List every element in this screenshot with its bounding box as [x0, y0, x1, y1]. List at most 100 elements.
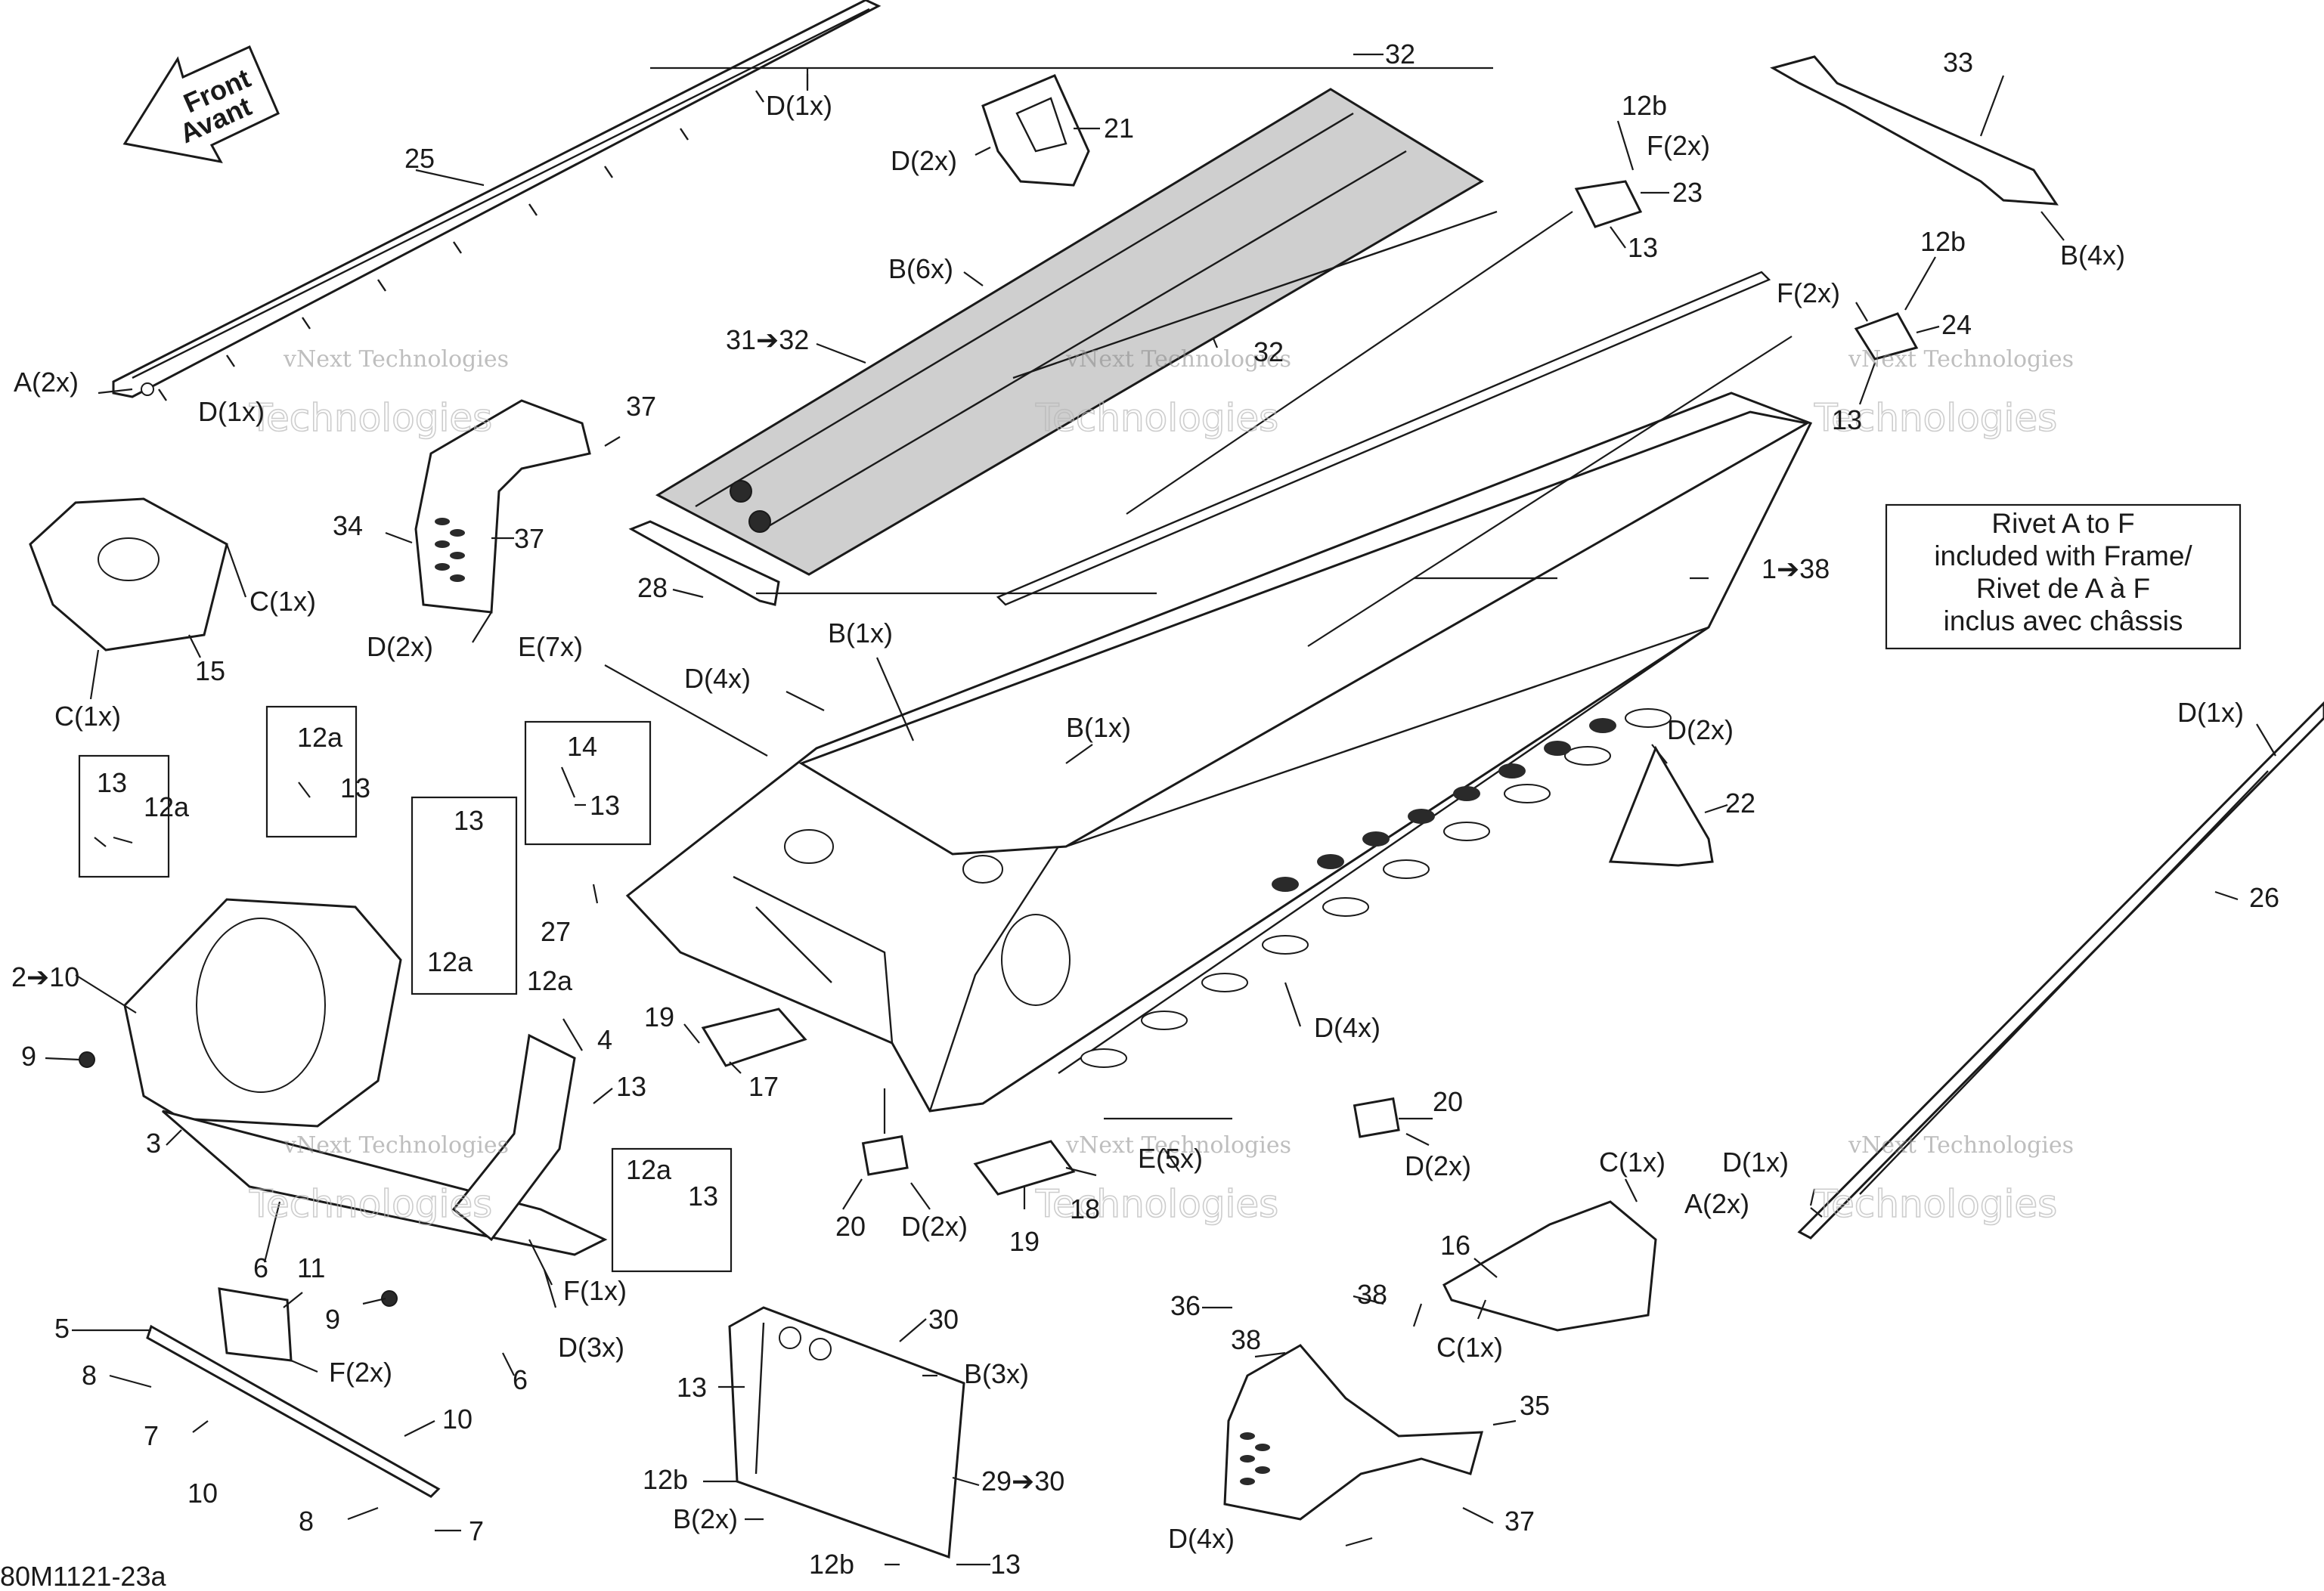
- callout: 34: [333, 510, 363, 541]
- callout: 15: [195, 655, 225, 686]
- callout: 18: [1070, 1193, 1100, 1224]
- front-subframe-3: [123, 898, 608, 1256]
- bracket-22: [1608, 745, 1714, 867]
- callout: 37: [1504, 1506, 1535, 1537]
- callout: 19: [644, 1001, 674, 1032]
- callout: 13: [340, 772, 370, 803]
- plate-20: [861, 1097, 1400, 1176]
- callout: D(2x): [367, 631, 433, 662]
- bracket-35: [1223, 1344, 1483, 1521]
- callout: 10: [442, 1404, 473, 1435]
- callout: 12b: [1622, 90, 1667, 121]
- callout: B(1x): [828, 618, 893, 648]
- svg-text:Technologies: Technologies: [1814, 1182, 2057, 1226]
- callout: A(2x): [14, 367, 79, 398]
- callout: D(1x): [1722, 1147, 1789, 1178]
- callout: 38: [1231, 1324, 1261, 1355]
- callout: 13: [688, 1181, 718, 1212]
- callout: 12a: [297, 722, 343, 753]
- plate-15: [29, 497, 228, 652]
- watermark: vNext Technologies Technologies vNext Te…: [248, 346, 2074, 1227]
- inset-box-13-12a-cluster: [411, 796, 518, 995]
- callout: 7: [144, 1420, 159, 1451]
- callout: 26: [2249, 882, 2279, 913]
- rivet-note-line-1: Rivet A to F: [1991, 508, 2134, 539]
- callout: E(7x): [518, 631, 583, 662]
- callout: 29➔30: [981, 1466, 1064, 1497]
- callout: 36: [1170, 1290, 1201, 1321]
- inset-box-12a-13-lower: [611, 1147, 733, 1273]
- callout: F(2x): [329, 1357, 392, 1388]
- leader-lines: [45, 53, 2276, 1566]
- callout: 2➔10: [11, 961, 79, 992]
- callout: D(4x): [684, 663, 751, 694]
- callout: 25: [404, 143, 435, 174]
- bracket-24: [1854, 312, 1919, 361]
- callout: 13: [1832, 404, 1862, 435]
- callout: 12b: [1920, 226, 1966, 257]
- callout: 4: [597, 1024, 612, 1055]
- callout: 16: [1440, 1230, 1470, 1261]
- callout: 20: [1433, 1086, 1463, 1117]
- cooler-29: [728, 1306, 965, 1559]
- callout: 14: [567, 731, 597, 762]
- callout: 12a: [144, 791, 190, 822]
- callout: 7: [469, 1515, 484, 1546]
- bracket-34: [414, 399, 591, 614]
- callout: 10: [187, 1478, 218, 1509]
- callout: C(1x): [1436, 1332, 1503, 1363]
- callout: C(1x): [54, 701, 121, 732]
- svg-text:vNext Technologies: vNext Technologies: [1065, 1132, 1291, 1159]
- rivet-note-box: [1885, 503, 2242, 650]
- rivet-note-line-2: included with Frame/: [1934, 540, 2192, 571]
- callout: 13: [590, 790, 620, 821]
- callout: 12b: [643, 1464, 688, 1495]
- callout: 30: [928, 1304, 959, 1335]
- front-direction-arrow-icon: Front Avant: [122, 45, 280, 164]
- callout: B(6x): [888, 253, 953, 284]
- callout: 1➔38: [1762, 553, 1830, 584]
- inset-box-14-13: [524, 720, 652, 846]
- callout: 27: [541, 916, 571, 947]
- callout: B(3x): [964, 1358, 1029, 1389]
- svg-text:vNext Technologies: vNext Technologies: [283, 346, 509, 373]
- plate-11: [218, 1287, 293, 1362]
- callout: 22: [1725, 788, 1755, 819]
- callout: 28: [637, 572, 668, 603]
- callout: D(2x): [1405, 1150, 1471, 1181]
- callout: 17: [748, 1071, 779, 1102]
- callout: 9: [325, 1304, 340, 1335]
- rear-brace-33: [1770, 55, 2059, 206]
- figure-code: 80M1121-23a: [0, 1561, 166, 1591]
- callout: 31➔32: [726, 324, 809, 355]
- svg-text:Technologies: Technologies: [1035, 1182, 1278, 1226]
- plate-16: [1442, 1200, 1657, 1332]
- grommet-9: [79, 1051, 95, 1068]
- running-board-rail-26: [1797, 701, 2324, 1240]
- svg-text:vNext Technologies: vNext Technologies: [1065, 346, 1291, 373]
- callout: 20: [835, 1211, 866, 1242]
- callout: 11: [297, 1252, 325, 1283]
- svg-text:Technologies: Technologies: [1035, 396, 1278, 440]
- rivet-note-line-3: Rivet de A à F: [1976, 573, 2150, 604]
- svg-text:vNext Technologies: vNext Technologies: [1848, 1132, 2074, 1159]
- mesh-panel-31: [655, 88, 1484, 576]
- callout: 3: [146, 1128, 161, 1159]
- callout: 32: [1253, 336, 1284, 367]
- callout: D(1x): [2177, 697, 2244, 728]
- svg-text:vNext Technologies: vNext Technologies: [1848, 346, 2074, 373]
- callout: 8: [299, 1506, 314, 1537]
- callout: 37: [626, 391, 656, 422]
- callout: 12a: [427, 946, 473, 977]
- callout: C(1x): [249, 586, 316, 617]
- callout: E(5x): [1138, 1143, 1203, 1174]
- callout: 5: [54, 1313, 70, 1344]
- callout: 38: [1357, 1279, 1387, 1310]
- callout: 8: [82, 1360, 97, 1391]
- callout: D(2x): [901, 1211, 968, 1242]
- svg-text:Technologies: Technologies: [249, 396, 492, 440]
- callout: 13: [616, 1071, 646, 1102]
- inset-box-13-12a: [78, 754, 170, 878]
- callout: 23: [1672, 177, 1703, 208]
